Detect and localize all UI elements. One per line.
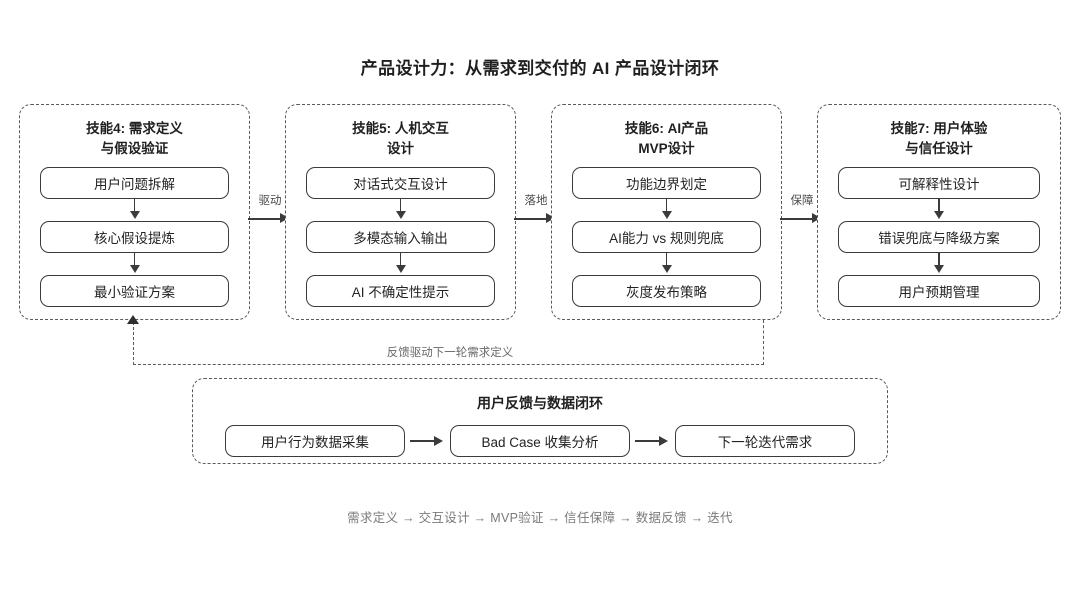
connector-landing: 落地 bbox=[514, 192, 558, 232]
item-box[interactable]: 核心假设提炼 bbox=[40, 221, 229, 253]
down-arrow-icon bbox=[306, 253, 495, 275]
item-box[interactable]: 用户问题拆解 bbox=[40, 167, 229, 199]
arrow-shaft bbox=[780, 218, 814, 220]
down-arrow-icon bbox=[306, 199, 495, 221]
connector-assurance: 保障 bbox=[780, 192, 824, 232]
item-box[interactable]: 错误兜底与降级方案 bbox=[838, 221, 1040, 253]
footer-flow-summary: 需求定义 → 交互设计 → MVP验证 → 信任保障 → 数据反馈 → 迭代 bbox=[347, 511, 733, 525]
item-box[interactable]: 对话式交互设计 bbox=[306, 167, 495, 199]
panel-skill-4[interactable]: 技能4: 需求定义 与假设验证 用户问题拆解 核心假设提炼 最小验证方案 bbox=[19, 104, 250, 320]
down-arrow-icon bbox=[40, 199, 229, 221]
arrow-shaft bbox=[514, 218, 548, 220]
right-arrow-icon bbox=[280, 213, 289, 223]
item-box[interactable]: 多模态输入输出 bbox=[306, 221, 495, 253]
panel-items-skill-6: 功能边界划定 AI能力 vs 规则兜底 灰度发布策略 bbox=[572, 167, 761, 307]
panel-title-skill-6: 技能6: AI产品 MVP设计 bbox=[624, 121, 709, 156]
item-box[interactable]: 灰度发布策略 bbox=[572, 275, 761, 307]
feedback-loop-label: 反馈驱动下一轮需求定义 bbox=[280, 344, 620, 360]
down-arrow-icon bbox=[40, 253, 229, 275]
up-arrow-icon bbox=[127, 315, 139, 324]
right-arrow-icon bbox=[546, 213, 555, 223]
panel-user-feedback-loop[interactable]: 用户反馈与数据闭环 用户行为数据采集 Bad Case 收集分析 下一轮迭代需求 bbox=[192, 378, 888, 464]
panel-items-skill-5: 对话式交互设计 多模态输入输出 AI 不确定性提示 bbox=[306, 167, 495, 307]
down-arrow-icon bbox=[838, 253, 1040, 275]
feedback-loop-left-segment bbox=[133, 322, 134, 365]
item-box[interactable]: AI 不确定性提示 bbox=[306, 275, 495, 307]
down-arrow-icon bbox=[572, 199, 761, 221]
connector-label: 驱动 bbox=[258, 195, 282, 207]
panel-title-skill-4: 技能4: 需求定义 与假设验证 bbox=[86, 121, 183, 156]
item-box[interactable]: 最小验证方案 bbox=[40, 275, 229, 307]
page-title: 产品设计力：从需求到交付的 AI 产品设计闭环 bbox=[360, 59, 720, 78]
down-arrow-icon bbox=[572, 253, 761, 275]
feedback-panel-title: 用户反馈与数据闭环 bbox=[477, 395, 603, 411]
item-box[interactable]: 功能边界划定 bbox=[572, 167, 761, 199]
right-arrow-icon bbox=[409, 435, 446, 447]
panel-skill-5[interactable]: 技能5: 人机交互 设计 对话式交互设计 多模态输入输出 AI 不确定性提示 bbox=[285, 104, 516, 320]
feedback-loop-horizontal-segment bbox=[133, 364, 764, 365]
item-box[interactable]: AI能力 vs 规则兜底 bbox=[572, 221, 761, 253]
panel-title-skill-5: 技能5: 人机交互 设计 bbox=[352, 121, 449, 156]
feedback-item-box[interactable]: 下一轮迭代需求 bbox=[675, 425, 855, 457]
right-arrow-icon bbox=[812, 213, 821, 223]
panel-title-skill-7: 技能7: 用户体验 与信任设计 bbox=[890, 121, 988, 156]
item-box[interactable]: 用户预期管理 bbox=[838, 275, 1040, 307]
down-arrow-icon bbox=[838, 199, 1040, 221]
right-arrow-icon bbox=[634, 435, 671, 447]
feedback-loop-right-segment bbox=[763, 320, 764, 365]
feedback-item-box[interactable]: 用户行为数据采集 bbox=[225, 425, 405, 457]
feedback-item-box[interactable]: Bad Case 收集分析 bbox=[450, 425, 630, 457]
connector-driving: 驱动 bbox=[248, 192, 292, 232]
panel-skill-6[interactable]: 技能6: AI产品 MVP设计 功能边界划定 AI能力 vs 规则兜底 灰度发布… bbox=[551, 104, 782, 320]
panel-items-skill-7: 可解释性设计 错误兜底与降级方案 用户预期管理 bbox=[838, 167, 1040, 307]
connector-label: 保障 bbox=[790, 195, 814, 207]
feedback-item-row: 用户行为数据采集 Bad Case 收集分析 下一轮迭代需求 bbox=[225, 425, 855, 457]
panel-skill-7[interactable]: 技能7: 用户体验 与信任设计 可解释性设计 错误兜底与降级方案 用户预期管理 bbox=[817, 104, 1061, 320]
panel-items-skill-4: 用户问题拆解 核心假设提炼 最小验证方案 bbox=[40, 167, 229, 307]
arrow-shaft bbox=[248, 218, 282, 220]
item-box[interactable]: 可解释性设计 bbox=[838, 167, 1040, 199]
connector-label: 落地 bbox=[524, 195, 548, 207]
